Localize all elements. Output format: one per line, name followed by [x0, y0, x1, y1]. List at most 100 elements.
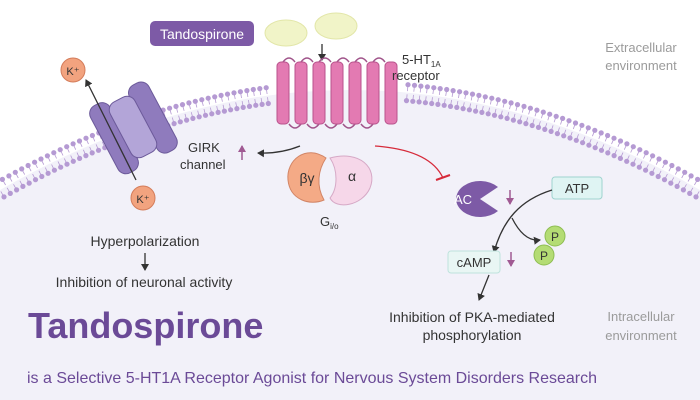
lipid-tail	[551, 125, 554, 130]
lipid-head	[611, 135, 617, 141]
lipid-tail	[32, 173, 35, 179]
lipid-head	[20, 183, 26, 189]
lipid-head	[253, 102, 259, 108]
lipid-tail	[76, 152, 80, 157]
k-efflux-arrow	[85, 79, 137, 181]
lipid-head	[410, 98, 416, 104]
lipid-tail	[15, 173, 19, 179]
lipid-head	[643, 167, 649, 173]
lipid-tail	[684, 184, 687, 189]
lipid-tail	[611, 139, 614, 145]
lipid-tail	[655, 160, 659, 165]
lipid-tail	[566, 122, 569, 127]
lipid-head	[534, 107, 540, 113]
lipid-head	[605, 150, 611, 156]
intracellular-label-2: environment	[605, 328, 677, 343]
intracellular-label: Intracellular	[607, 309, 675, 324]
lipid-head	[669, 162, 675, 169]
lipid-head	[405, 82, 411, 88]
lipid-tail	[652, 167, 656, 172]
lipid-tail	[496, 101, 499, 107]
lipid-head	[560, 115, 566, 121]
lipid-head	[196, 114, 202, 120]
lipid-tail	[6, 187, 10, 192]
lipid-head	[435, 101, 441, 107]
potassium-ion-outside: K⁺	[60, 57, 86, 83]
inhibition-arrow	[374, 145, 451, 181]
lipid-tail	[469, 103, 471, 108]
lipid-head	[469, 91, 476, 97]
lipid-head	[517, 119, 523, 125]
lipid-tail	[451, 92, 454, 97]
lipid-head	[573, 137, 579, 143]
lipid-tail	[92, 137, 96, 142]
lipid-tail	[102, 141, 105, 146]
lipid-head	[244, 88, 250, 94]
lipid-tail	[229, 103, 231, 108]
lipid-tail	[432, 89, 434, 95]
hyperpolarization-label: Hyperpolarization	[91, 233, 200, 249]
lipid-head	[167, 105, 173, 111]
lipid-head	[171, 121, 177, 127]
lipid-head	[173, 103, 179, 109]
lipid-tail	[560, 120, 563, 125]
lipid-head	[51, 167, 58, 173]
lipid-tail	[458, 93, 460, 99]
lipid-tail	[662, 163, 665, 169]
lipid-head	[495, 97, 501, 103]
ligand-molecule	[264, 19, 308, 47]
lipid-tail	[3, 180, 6, 186]
lipid-head	[479, 109, 485, 115]
girk-label: GIRK	[188, 140, 220, 155]
lipid-tail	[259, 90, 262, 95]
lipid-head	[231, 90, 237, 96]
lipid-tail	[222, 104, 225, 110]
lipid-head	[617, 155, 624, 161]
lipid-head	[411, 82, 418, 88]
lipid-head	[598, 147, 605, 153]
lipid-head	[650, 153, 656, 159]
lipid-tail	[643, 154, 646, 159]
lipid-tail	[234, 94, 236, 100]
lipid-head	[482, 94, 488, 100]
lipid-head	[190, 115, 196, 121]
lipid-tail	[28, 167, 32, 172]
lipid-head	[437, 86, 443, 92]
lipid-tail	[534, 111, 537, 117]
lipid-head	[548, 128, 554, 134]
lipid-tail	[526, 117, 529, 122]
girk-channel	[89, 81, 178, 175]
lipid-tail	[178, 115, 181, 121]
lipid-tail	[197, 110, 200, 115]
lipid-head	[680, 187, 687, 193]
lipid-head	[688, 173, 694, 179]
lipid-tail	[585, 129, 588, 134]
receptor-suffix: receptor	[392, 68, 440, 83]
lipid-tail	[19, 180, 23, 185]
lipid-head	[592, 127, 598, 133]
lipid-tail	[572, 124, 576, 130]
lipid-tail	[528, 110, 531, 115]
lipid-head	[57, 147, 63, 153]
lipid-tail	[260, 98, 263, 103]
lipid-tail	[674, 170, 678, 175]
lipid-tail	[246, 92, 249, 97]
lipid-tail	[169, 110, 172, 115]
lipid-tail	[519, 115, 522, 121]
lipid-tail	[582, 136, 586, 142]
lipid-head	[655, 173, 661, 180]
lipid-head	[39, 173, 45, 180]
lipid-tail	[564, 129, 567, 135]
lipid-tail	[184, 113, 187, 119]
lipid-tail	[189, 104, 191, 110]
lipid-tail	[203, 108, 206, 114]
atp-to-camp-arrow	[491, 189, 553, 253]
lipid-head	[554, 131, 561, 137]
atp-to-phosphate-arrow	[511, 217, 541, 245]
lipid-tail	[570, 131, 573, 137]
lipid-tail	[267, 97, 269, 102]
lipid-head	[572, 120, 579, 126]
lipid-head	[416, 99, 422, 105]
lipid-tail	[216, 106, 218, 111]
potassium-ion-inside: K⁺	[130, 185, 156, 211]
